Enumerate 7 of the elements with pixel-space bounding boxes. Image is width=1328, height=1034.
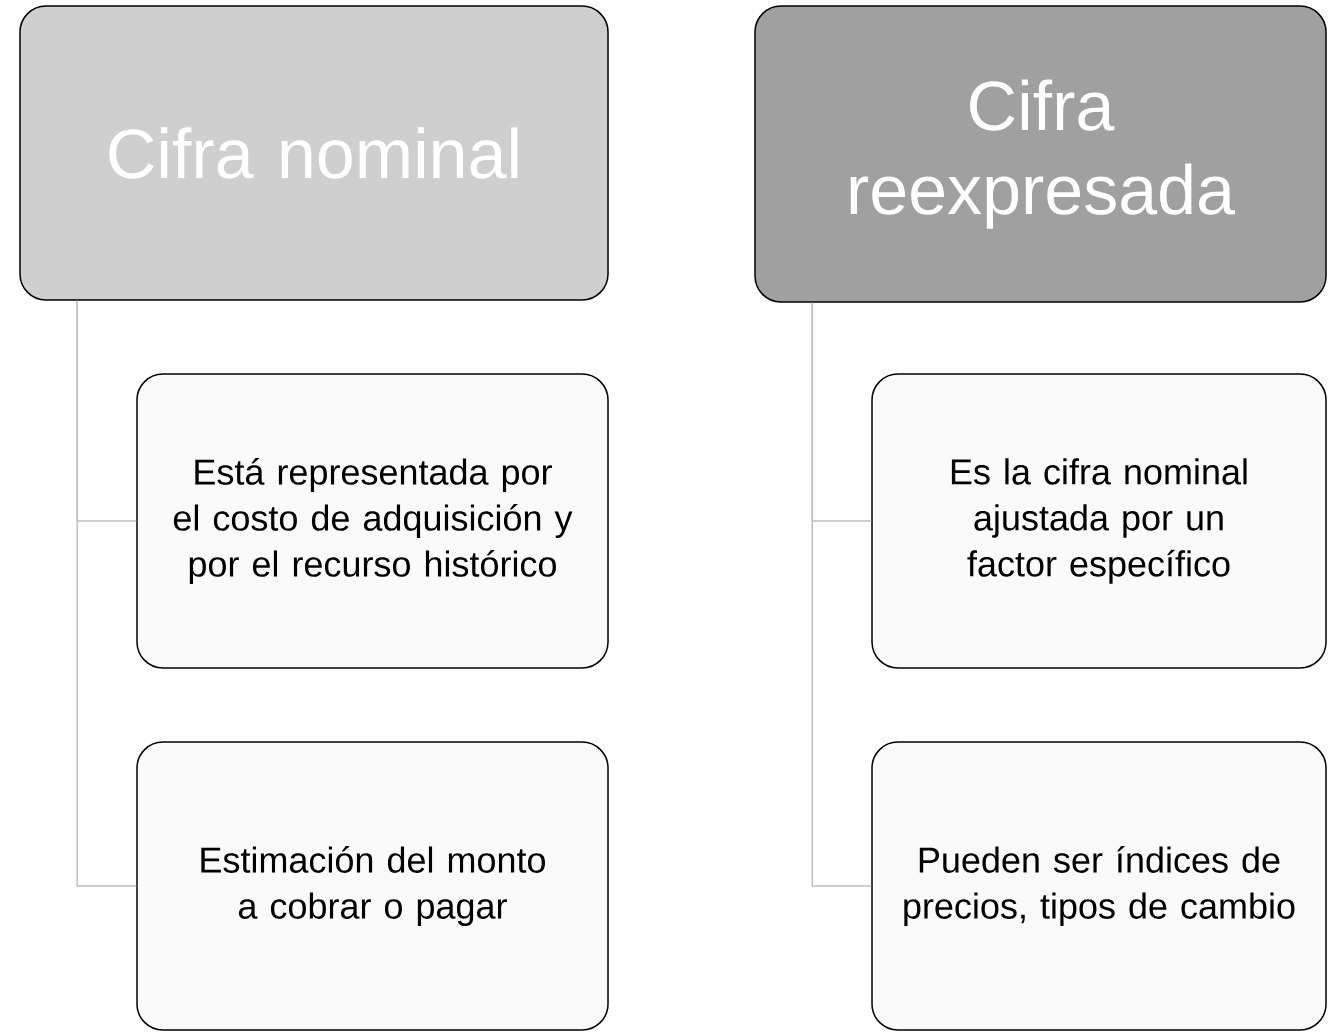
category-box: Cifra reexpresada xyxy=(754,5,1327,303)
description-box: Está representada por el costo de adquisición y por el recurso histórico xyxy=(136,373,609,669)
connector-line xyxy=(811,302,872,887)
description-box: Pueden ser índices de precios, tipos de cambio xyxy=(871,741,1327,1031)
connector-line xyxy=(76,300,137,887)
description-box: Es la cifra nominal ajustada por un factor específico xyxy=(871,373,1327,669)
description-box: Estimación del monto a cobrar o pagar xyxy=(136,741,609,1031)
